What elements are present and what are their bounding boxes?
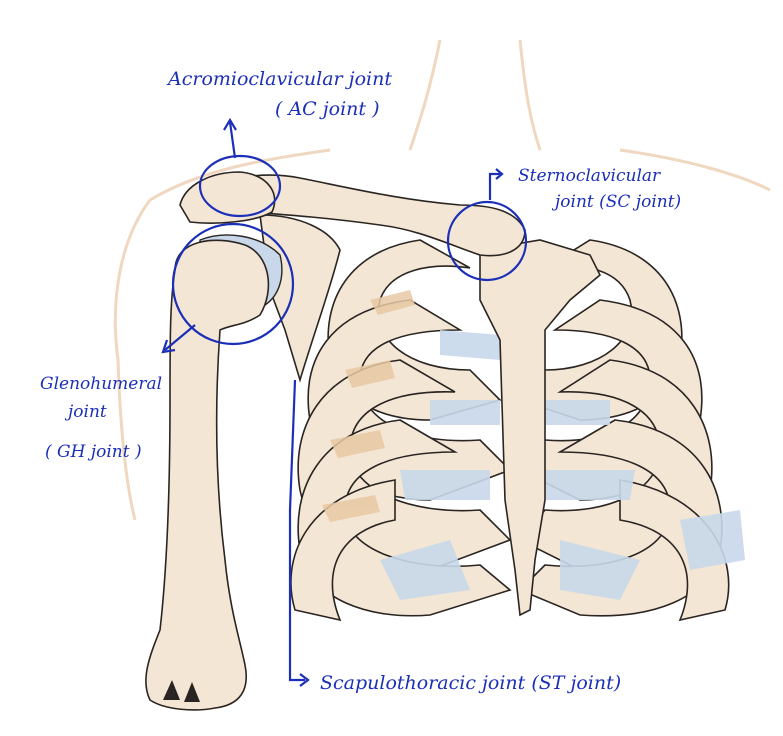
humerus-condyle-marks [163, 680, 200, 702]
annotations [161, 117, 528, 687]
clavicle [204, 174, 526, 257]
sc-joint-circle [446, 200, 528, 282]
humerus [145, 239, 270, 711]
gh-joint-label: Glenohumeral [40, 374, 163, 394]
ac-joint-abbrev: ( AC joint ) [275, 98, 380, 120]
gh-joint-abbrev: ( GH joint ) [45, 442, 142, 462]
gh-joint-circle [171, 222, 295, 346]
sc-joint-label: Sternoclavicular [518, 166, 661, 186]
gh-joint-label-line2: joint [68, 402, 107, 422]
acromion [179, 171, 276, 224]
sc-joint-abbrev: joint (SC joint) [555, 192, 682, 212]
body-outline [113, 39, 771, 521]
st-joint-label: Scapulothoracic joint (ST joint) [320, 672, 622, 694]
ribcage [290, 239, 745, 622]
sternum [479, 239, 601, 617]
ac-joint-label: Acromioclavicular joint [168, 68, 392, 90]
ac-joint-circle [198, 154, 282, 218]
